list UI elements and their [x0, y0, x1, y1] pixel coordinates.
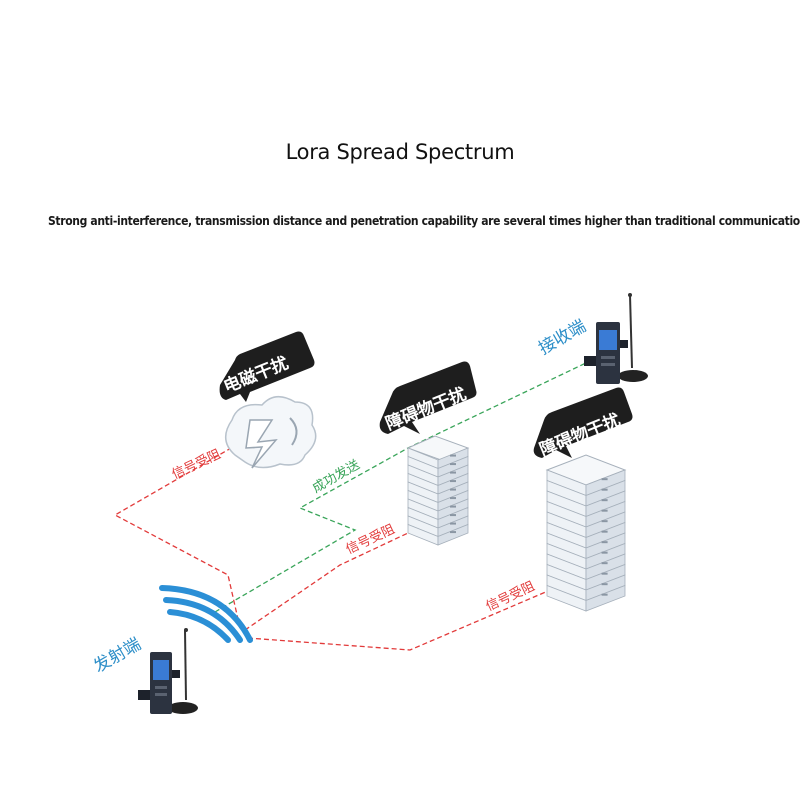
transmitter-device-icon	[138, 628, 198, 714]
blocked-paths	[113, 439, 556, 651]
tag-em-interference: 电磁干扰	[219, 331, 315, 402]
building-floor-light	[601, 478, 608, 481]
em-cloud-icon	[225, 396, 317, 469]
receiver-device-icon	[584, 293, 648, 384]
label-receiver: 接收端	[535, 316, 589, 359]
label-transmitter: 发射端	[90, 634, 144, 677]
blocked-path-cloud	[113, 439, 246, 629]
building-floor-light	[450, 505, 456, 508]
building-floor-light	[601, 530, 608, 533]
label-signal-blocked-1: 信号受阻	[170, 447, 223, 483]
tag-obstacle-1: 障碍物干扰	[379, 361, 477, 435]
label-signal-blocked-3: 信号受阻	[484, 579, 537, 615]
building-floor-light	[601, 520, 608, 523]
building-floor-light	[601, 593, 608, 596]
building-floor-light	[450, 514, 456, 517]
building-floor-right	[437, 523, 469, 546]
label-signal-blocked-2: 信号受阻	[344, 522, 397, 558]
tag-obstacle-2: 障碍物干扰	[533, 387, 633, 461]
building-2-floors	[546, 469, 626, 612]
building-floor-light	[601, 583, 608, 586]
signal-waves-icon	[159, 585, 253, 643]
building-floor-light	[601, 572, 608, 575]
building-floor-light	[450, 531, 456, 534]
building-floor-light	[450, 454, 456, 457]
building-floor-light	[450, 488, 456, 491]
obstacle-building-2-icon	[545, 454, 627, 612]
obstacle-building-1-icon	[406, 435, 470, 546]
building-floor-light	[601, 499, 608, 502]
building-floor-light	[601, 551, 608, 554]
building-floor-light	[601, 541, 608, 544]
building-floor-light	[450, 471, 456, 474]
page-title: Lora Spread Spectrum	[285, 140, 515, 164]
building-floor-light	[601, 488, 608, 491]
building-floor-light	[450, 522, 456, 525]
blocked-path-obstacle-2	[247, 587, 556, 651]
blocked-path-obstacle-1	[244, 524, 426, 631]
building-floor-light	[450, 480, 456, 483]
building-floor-light	[450, 497, 456, 500]
label-send-success: 成功发送	[309, 457, 362, 497]
building-floor-right	[585, 584, 626, 612]
building-1-floors	[407, 447, 469, 546]
building-floor-light	[601, 509, 608, 512]
page-subtitle: Strong anti-interference, transmission d…	[48, 214, 800, 228]
building-floor-light	[450, 463, 456, 466]
success-path	[214, 361, 589, 613]
building-floor-light	[601, 562, 608, 565]
